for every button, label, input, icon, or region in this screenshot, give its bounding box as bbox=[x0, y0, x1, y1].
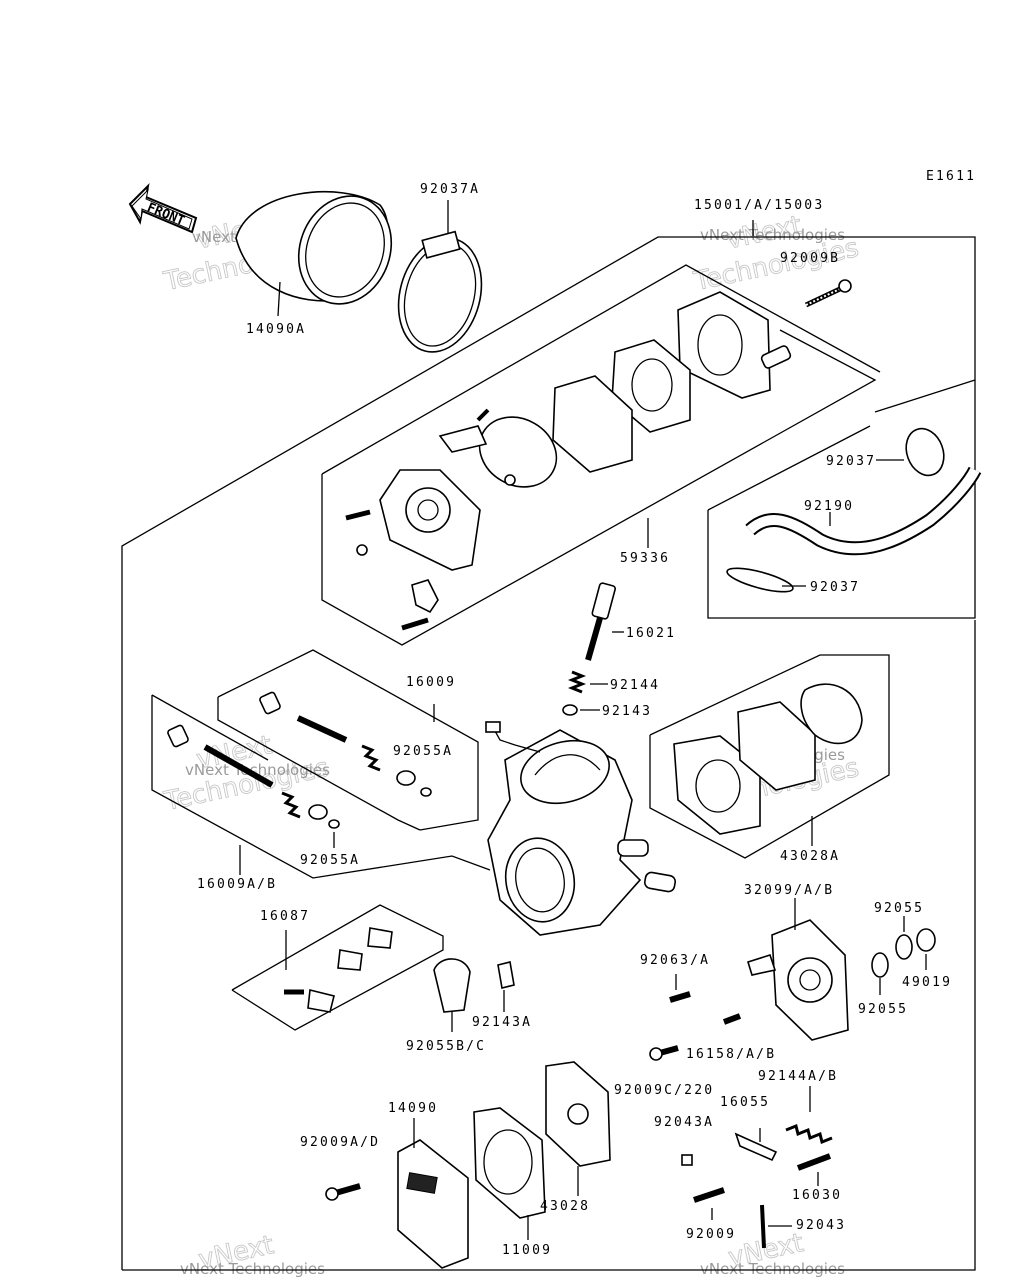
carb-cover-14090 bbox=[397, 1118, 469, 1269]
pump-gasket-kit bbox=[438, 339, 691, 488]
label-92037A: 92037A bbox=[420, 182, 480, 197]
label-32099: 32099/A/B bbox=[744, 883, 834, 898]
label-92037-mid: 92037 bbox=[810, 580, 860, 595]
label-92190: 92190 bbox=[804, 499, 854, 514]
label-92055A-low: 92055A bbox=[300, 853, 360, 868]
label-14090: 14090 bbox=[388, 1101, 438, 1116]
spring-92144AB bbox=[785, 1086, 833, 1145]
watermark-small-mid-left: vNext Technologies bbox=[185, 761, 330, 779]
label-43028: 43028 bbox=[540, 1199, 590, 1214]
needle-16030 bbox=[796, 1153, 832, 1186]
label-92144AB: 92144A/B bbox=[758, 1069, 838, 1084]
label-92055-top: 92055 bbox=[874, 901, 924, 916]
label-16158: 16158/A/B bbox=[686, 1047, 776, 1062]
gasket-11009 bbox=[473, 1107, 546, 1240]
diagram-code: E1611 bbox=[926, 169, 976, 184]
mixture-screw-lower bbox=[167, 724, 340, 875]
hose-clip-mid bbox=[726, 567, 806, 593]
label-16055: 16055 bbox=[720, 1095, 770, 1110]
clip-92143A bbox=[497, 961, 515, 1012]
label-92037-top: 92037 bbox=[826, 454, 876, 469]
label-15001: 15001/A/15003 bbox=[694, 198, 824, 213]
screw-92009 bbox=[693, 1187, 725, 1220]
label-92055-low: 92055 bbox=[858, 1002, 908, 1017]
diaphragm-43028 bbox=[545, 1061, 611, 1196]
mixture-screw-upper bbox=[259, 691, 435, 797]
screw-92009AD bbox=[325, 1183, 361, 1201]
label-43028A: 43028A bbox=[780, 849, 840, 864]
label-92144: 92144 bbox=[610, 678, 660, 693]
screw-16158 bbox=[722, 1013, 742, 1025]
label-49019: 49019 bbox=[902, 975, 952, 990]
bracket-kit-16087 bbox=[284, 927, 393, 1013]
label-59336: 59336 bbox=[620, 551, 670, 566]
label-14090A: 14090A bbox=[246, 322, 306, 337]
part-labels: 92037A 15001/A/15003 92009B 14090A 92037… bbox=[197, 182, 952, 1258]
label-16009: 16009 bbox=[406, 675, 456, 690]
float-needle bbox=[585, 582, 624, 661]
label-92009C: 92009C/220 bbox=[614, 1083, 714, 1098]
label-92055A-top: 92055A bbox=[393, 744, 453, 759]
screw-92009C bbox=[649, 1045, 679, 1061]
screw-92063A bbox=[669, 974, 691, 1003]
watermark-small-bottom-left: vNext Technologies bbox=[180, 1260, 325, 1278]
label-92009AD: 92009A/D bbox=[300, 1135, 380, 1150]
label-92043A: 92043A bbox=[654, 1115, 714, 1130]
oring-92055-pair bbox=[871, 916, 913, 995]
diaphragm-kit-43028A bbox=[673, 683, 863, 846]
label-11009: 11009 bbox=[502, 1243, 552, 1258]
label-92143A: 92143A bbox=[472, 1015, 532, 1030]
pin-92043 bbox=[760, 1204, 792, 1249]
label-92063: 92063/A bbox=[640, 953, 710, 968]
carburetor-body bbox=[485, 721, 677, 936]
front-arrow: FRONT bbox=[128, 183, 198, 234]
inlet-housing-32099 bbox=[747, 898, 849, 1041]
band-clamp bbox=[397, 200, 483, 353]
label-92009: 92009 bbox=[686, 1227, 736, 1242]
label-92143: 92143 bbox=[602, 704, 652, 719]
label-16087: 16087 bbox=[260, 909, 310, 924]
label-16021: 16021 bbox=[626, 626, 676, 641]
pump-body bbox=[345, 469, 649, 631]
watermark-small-top-right: vNext Technologies bbox=[700, 226, 845, 244]
intake-boot bbox=[235, 190, 393, 317]
washer-92143 bbox=[562, 704, 600, 716]
pin-92043A bbox=[681, 1154, 693, 1166]
hose-clip-top bbox=[876, 427, 945, 477]
label-92055BC: 92055B/C bbox=[406, 1039, 486, 1054]
label-16009AB: 16009A/B bbox=[197, 877, 277, 892]
label-92043: 92043 bbox=[796, 1218, 846, 1233]
cap-92055BC bbox=[433, 958, 471, 1032]
bolt-92009B bbox=[804, 279, 852, 308]
label-16030: 16030 bbox=[792, 1188, 842, 1203]
watermark-small-bottom-right: vNext Technologies bbox=[700, 1260, 845, 1278]
plug-49019 bbox=[916, 928, 936, 970]
assembly-frames bbox=[121, 236, 976, 1271]
fuel-hose bbox=[745, 466, 982, 556]
lever-16055 bbox=[734, 1128, 778, 1162]
label-92009B: 92009B bbox=[780, 251, 840, 266]
spring-92144 bbox=[567, 670, 608, 694]
watermark-top-right: vNext Technologies bbox=[690, 210, 861, 298]
